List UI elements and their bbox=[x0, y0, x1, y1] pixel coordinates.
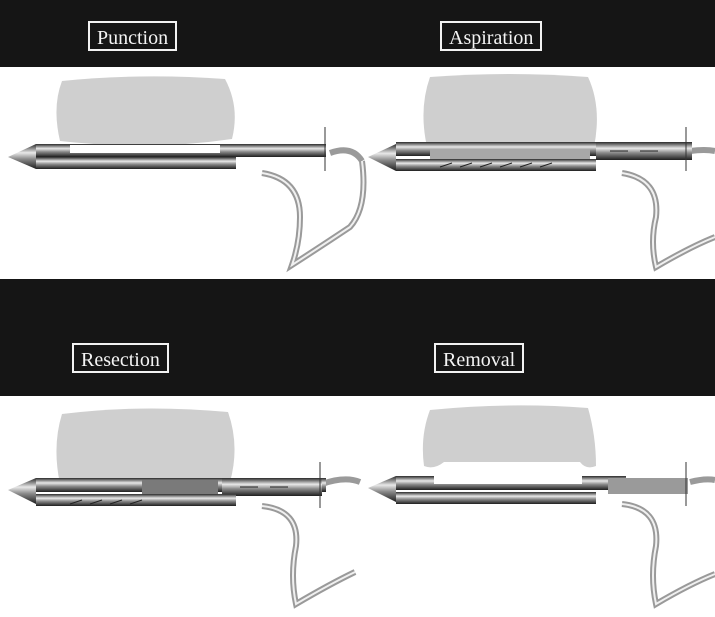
needle-tip bbox=[8, 478, 36, 504]
removed-core bbox=[608, 478, 688, 494]
aspiration-arrows bbox=[439, 150, 658, 168]
label-punction: Punction bbox=[88, 21, 178, 51]
tissue-sample bbox=[56, 408, 235, 488]
needle-window bbox=[434, 476, 582, 484]
needle-tip bbox=[368, 144, 396, 171]
needle-tip bbox=[8, 144, 36, 169]
label-removal: Removal bbox=[434, 343, 525, 373]
tubing-inner bbox=[621, 503, 715, 606]
needle-inner bbox=[396, 492, 596, 504]
tubing-inner bbox=[261, 160, 365, 268]
cutting-cannula bbox=[142, 480, 218, 496]
tubing-inner bbox=[261, 505, 356, 606]
tissue-sample bbox=[422, 405, 596, 468]
removal-diagram bbox=[368, 405, 715, 609]
tubing bbox=[261, 147, 367, 273]
middle-band bbox=[0, 279, 715, 396]
tubing bbox=[621, 147, 715, 272]
resection-diagram bbox=[8, 408, 362, 609]
tubing-inner bbox=[621, 172, 715, 269]
needle-inner bbox=[36, 494, 236, 506]
needle-inner bbox=[396, 159, 596, 171]
punction-diagram bbox=[8, 76, 367, 273]
label-aspiration: Aspiration bbox=[440, 21, 543, 51]
needle-window bbox=[70, 145, 220, 153]
needle-tip bbox=[368, 476, 396, 502]
tissue-sample bbox=[423, 74, 597, 155]
tubing bbox=[621, 476, 715, 609]
label-resection: Resection bbox=[72, 343, 169, 373]
tubing bbox=[261, 476, 362, 609]
aspirated-tissue bbox=[430, 149, 590, 159]
aspiration-diagram bbox=[368, 74, 715, 272]
resection-arrows bbox=[69, 486, 288, 505]
tissue-sample bbox=[56, 76, 235, 146]
needle-inner bbox=[36, 157, 236, 169]
